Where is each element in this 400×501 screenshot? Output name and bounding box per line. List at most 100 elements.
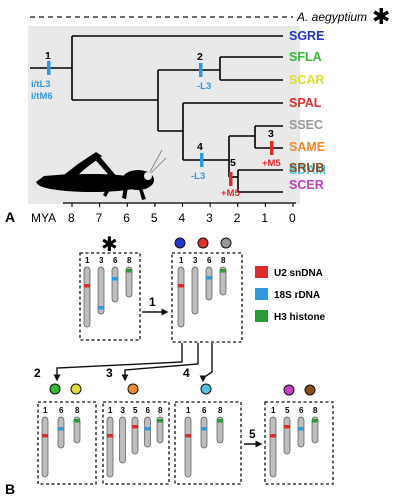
chromosome-band-s18 [112, 277, 118, 281]
chromosome-body [131, 416, 139, 455]
chromosome-band-u2 [178, 284, 184, 288]
taxon-label-scer: SCER [289, 178, 324, 192]
chromosome-label: 3 [121, 406, 126, 415]
event-1-marker [47, 61, 51, 75]
chromosome-band-u2 [270, 434, 276, 438]
event-5-line-1: +M5 [221, 188, 240, 199]
karyotype-box-3 [102, 401, 170, 485]
chromosome-band-u2 [107, 434, 113, 438]
legend-label-18s: 18S rDNA [274, 290, 320, 301]
chromosome-k3-3: 3 [119, 406, 126, 464]
karyotype-box-ancestral [79, 252, 141, 341]
chromosome-label: 8 [221, 256, 226, 265]
axis-tick-label-2: 2 [234, 211, 241, 225]
event-4-marker [200, 153, 204, 167]
chromosome-body [269, 416, 277, 478]
chromosome-k5-6: 6 [297, 406, 305, 448]
axis-tick-label-8: 8 [68, 211, 75, 225]
chromosome-ancestral-8: 8 [125, 256, 133, 298]
event-3-marker [270, 141, 274, 155]
chromosome-ancestral-3: 3 [97, 256, 105, 315]
chromosome-body [297, 416, 305, 448]
species-dot-scer [283, 384, 295, 396]
chromosome-label: 1 [85, 256, 90, 265]
event-4-number: 4 [197, 141, 203, 153]
transition-arrows [53, 308, 263, 448]
chromosome-ancestral-1: 1 [83, 256, 91, 328]
chromosome-body [41, 416, 49, 478]
chromosome-body [156, 416, 164, 444]
step-5-label: 5 [249, 427, 256, 441]
taxon-label-same: SAME [289, 140, 325, 154]
event-2-number: 2 [197, 51, 203, 63]
legend-swatch-18s [255, 288, 268, 300]
species-dot-same [127, 383, 139, 395]
arrow-step-3 [121, 343, 199, 382]
chromosome-k2-6: 6 [57, 406, 65, 449]
chromosome-body [83, 266, 91, 328]
chromosome-label: 8 [127, 256, 132, 265]
chromosome-body [311, 416, 319, 444]
step-1-label: 1 [149, 295, 156, 309]
chromosome-body [144, 416, 151, 448]
marker-legend: U2 snDNA 18S rDNA H3 histone [255, 266, 326, 323]
chromosome-k3-5: 5 [131, 406, 139, 455]
event-5-number: 5 [230, 157, 236, 169]
chromosome-k1-3: 3 [191, 256, 199, 315]
axis-label: MYA [31, 211, 56, 225]
species-dot-sgre [174, 237, 186, 249]
axis-tick-label-7: 7 [96, 211, 103, 225]
chromosome-k2-1: 1 [41, 406, 49, 478]
chromosome-band-h3 [126, 269, 132, 273]
species-dot-srub [304, 384, 316, 396]
chromosome-k5-5: 5 [283, 406, 291, 455]
chromosome-label: 6 [299, 406, 304, 415]
event-3: 3 +M5 [262, 128, 281, 169]
chromosome-label: 1 [271, 406, 276, 415]
chromosome-k3-1: 1 [106, 406, 114, 478]
chromosome-body [216, 416, 224, 444]
legend-label-u2: U2 snDNA [274, 268, 323, 279]
species-dot-sdam [200, 383, 212, 395]
chromosome-body [283, 416, 291, 455]
chromosome-body [200, 416, 208, 449]
chromosome-label: 5 [133, 406, 138, 415]
arrow-step-2 [53, 343, 183, 382]
chromosome-band-u2 [84, 284, 90, 288]
chromosome-label: 6 [146, 406, 151, 415]
chromosome-k2-8: 8 [73, 406, 81, 444]
taxon-label-spal: SPAL [289, 96, 322, 110]
chromosome-band-s18 [58, 427, 64, 431]
chromosome-body [73, 416, 81, 444]
chromosome-label: 6 [113, 256, 118, 265]
event-3-number: 3 [268, 128, 274, 140]
chromosome-label: 8 [218, 406, 223, 415]
chromosome-body [106, 416, 114, 478]
chromosome-k1-1: 1 [177, 256, 185, 328]
chromosome-k3-8: 8 [156, 406, 164, 444]
species-dot-scar [70, 383, 82, 395]
chromosome-label: 1 [186, 406, 191, 415]
chromosome-band-u2 [185, 434, 191, 438]
chromosome-band-s18 [206, 276, 212, 280]
axis-tick-label-3: 3 [206, 211, 213, 225]
chromosome-band-u2 [284, 425, 290, 429]
grasshopper-silhouette-icon [36, 149, 167, 200]
taxon-label-sgre: SGRE [289, 29, 324, 43]
chromosome-label: 8 [313, 406, 318, 415]
karyotype-box-4 [174, 401, 242, 485]
chromosome-band-s18 [298, 427, 304, 431]
step-2-label: 2 [34, 366, 41, 380]
chromosome-band-h3 [157, 419, 163, 423]
step-3-label: 3 [106, 366, 113, 380]
chromosome-body [119, 416, 126, 464]
chromosome-k4-1: 1 [184, 406, 192, 478]
event-2: 2 -L3 [197, 51, 211, 92]
chromosome-band-h3 [312, 419, 318, 423]
chromosome-body [184, 416, 192, 478]
chromosome-band-h3 [74, 419, 80, 423]
taxon-label-srub: SRUB [289, 161, 324, 175]
event-5: 5 +M5 [221, 157, 240, 199]
chromosome-label: 3 [193, 256, 198, 265]
